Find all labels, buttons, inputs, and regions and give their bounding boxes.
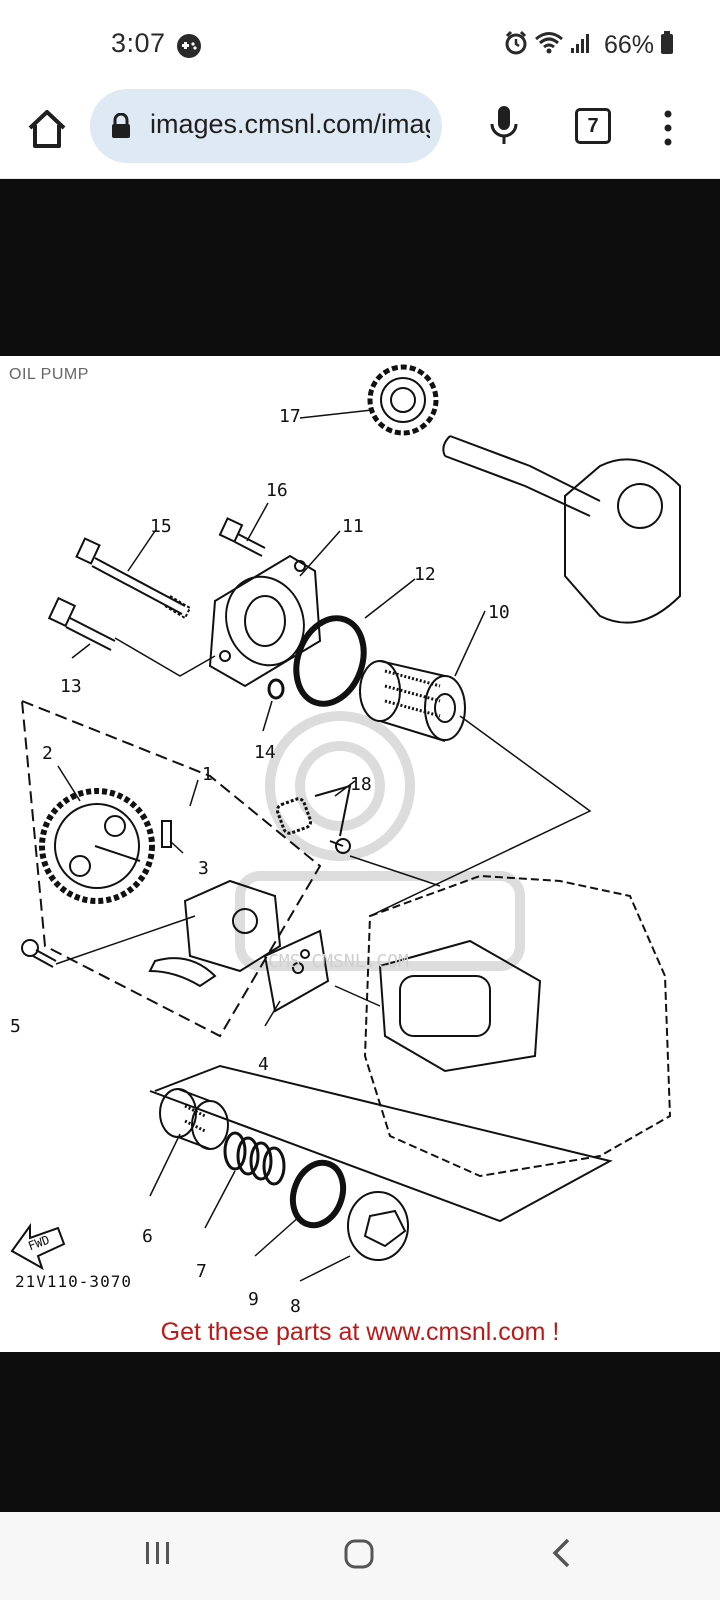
status-icons: 66% [504,30,674,61]
part-2-pump-gear [39,788,155,904]
diagram-title: OIL PUMP [9,366,89,383]
part-label-11: 11 [342,516,364,537]
pump-assembly-boundary [20,699,322,1038]
voice-search-button[interactable] [487,104,521,148]
lock-icon [110,112,132,144]
part-label-12: 12 [414,564,436,585]
home-nav-button[interactable] [343,1539,375,1574]
part-label-6: 6 [142,1226,153,1247]
cms-watermark-logo [235,711,525,971]
image-letterbox-top [0,179,720,356]
battery-percent: 66% [603,31,654,59]
back-button[interactable] [550,1537,572,1574]
part-14-small-o-ring [267,678,285,700]
part-16-bolt [218,517,266,557]
signal-icon [570,32,592,59]
home-icon [28,110,66,148]
part-label-5: 5 [10,1016,21,1037]
part-label-2: 2 [42,743,53,764]
address-bar[interactable]: images.cmsnl.com/images [90,89,442,163]
part-8-drain-plug [347,1191,409,1261]
home-button[interactable] [24,106,70,152]
promo-link-text: Get these parts at www.cmsnl.com ! [160,1318,560,1346]
part-label-9: 9 [248,1289,259,1310]
part-15-long-bolt [75,537,192,620]
watermark-text: CMS CMSNL.COM [268,951,409,972]
part-label-4: 4 [258,1054,269,1075]
exploded-view-drawing [10,364,681,1282]
part-label-15: 15 [150,516,172,537]
part-1-pump-body [148,879,282,988]
part-label-16: 16 [266,480,288,501]
image-letterbox-bottom [0,1352,720,1512]
part-label-10: 10 [488,602,510,623]
part-label-17: 17 [279,406,301,427]
game-controller-icon [176,33,202,64]
part-10-oil-filter [359,660,466,742]
part-label-3: 3 [198,858,209,879]
overflow-menu-button[interactable] [660,108,676,148]
more-vert-icon [664,110,672,146]
part-11-pump-cover [208,554,322,688]
crankcase [363,874,672,1178]
status-time: 3:07 [111,28,166,58]
crankcase-gasket-face [378,939,542,1073]
alarm-icon [504,30,528,61]
url-text: images.cmsnl.com/images [150,109,430,139]
part-label-1: 1 [202,764,213,785]
crankshaft [442,435,681,624]
recents-icon [146,1542,169,1564]
home-circle-icon [344,1539,374,1569]
part-12-o-ring [293,615,367,707]
part-label-7: 7 [196,1261,207,1282]
part-7-spring [223,1131,286,1186]
fwd-arrow [10,1222,66,1271]
part-5-screw [21,939,57,968]
parts-diagram-image[interactable]: OIL PUMP [0,356,720,1352]
microphone-icon [490,106,518,144]
tab-switcher-button[interactable]: 7 [575,108,611,144]
part-18-relief-valve [275,784,352,854]
part-label-8: 8 [290,1296,301,1317]
part-label-14: 14 [254,742,276,763]
strainer-group-boundary [149,1064,613,1223]
part-label-13: 13 [60,676,82,697]
recents-button[interactable] [143,1538,173,1573]
part-13-bolt [47,596,116,651]
browser-toolbar: images.cmsnl.com/images 7 [0,88,720,179]
status-bar: 3:07 [0,0,720,88]
leader-lines [55,409,592,1027]
back-chevron-icon [552,1538,570,1568]
wifi-icon [534,31,564,60]
part-4-gasket-plate [263,929,330,1013]
part-9-o-ring [289,1159,347,1229]
system-navigation-bar [0,1512,720,1600]
battery-icon [660,31,674,60]
diagram-code: 21V110-3070 [15,1272,132,1291]
part-label-18: 18 [350,774,372,795]
leader-lines-lower [149,1133,351,1282]
part-3-pin [161,820,172,848]
part-17-gear [367,364,439,436]
